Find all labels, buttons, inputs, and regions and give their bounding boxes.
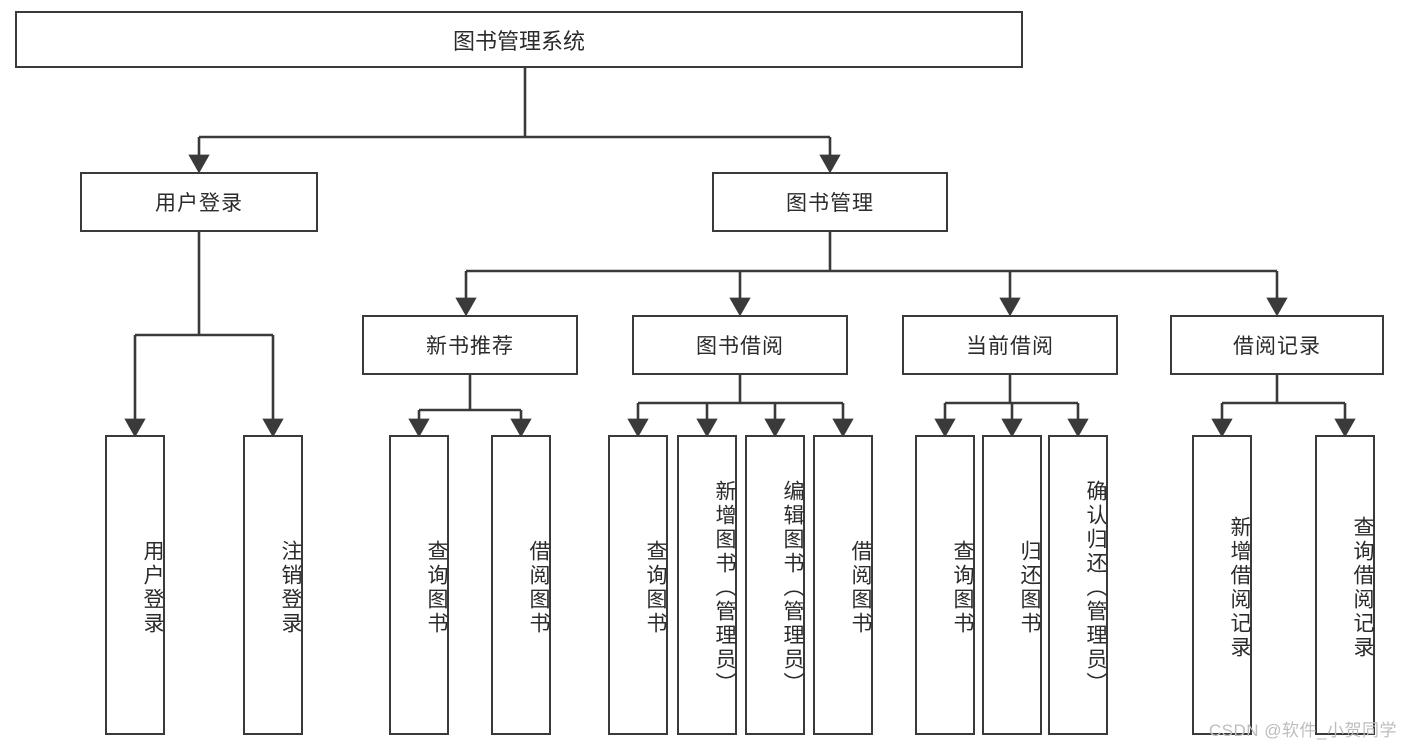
node-label: 新增借阅记录 [1228, 516, 1251, 660]
node-label: 借阅图书 [527, 540, 550, 636]
leaf-user-login-logout[interactable]: 注销登录 [243, 435, 303, 735]
node-user-login[interactable]: 用户登录 [80, 172, 318, 232]
node-label: 图书管理系统 [452, 28, 585, 54]
node-book-borrow[interactable]: 图书借阅 [632, 315, 848, 375]
node-label: 查询借阅记录 [1351, 516, 1374, 660]
node-borrow-records[interactable]: 借阅记录 [1170, 315, 1384, 375]
leaf-user-login-login[interactable]: 用户登录 [105, 435, 165, 735]
node-label: 注销登录 [279, 540, 302, 636]
node-label: 编辑图书（管理员） [781, 480, 804, 696]
node-label: 新书推荐 [426, 335, 514, 358]
node-label: 查询图书 [425, 540, 448, 636]
leaf-borrow-borrow-book[interactable]: 借阅图书 [813, 435, 873, 735]
csdn-watermark: CSDN @软件_小贺同学 [1208, 721, 1397, 740]
node-current-borrow[interactable]: 当前借阅 [902, 315, 1118, 375]
node-label: 借阅记录 [1233, 335, 1321, 358]
node-label: 用户登录 [141, 540, 164, 636]
leaf-records-query-record[interactable]: 查询借阅记录 [1315, 435, 1375, 735]
node-book-management[interactable]: 图书管理 [712, 172, 948, 232]
leaf-current-query-book[interactable]: 查询图书 [915, 435, 975, 735]
leaf-current-confirm-return-admin[interactable]: 确认归还（管理员） [1048, 435, 1108, 735]
leaf-borrow-query-book[interactable]: 查询图书 [608, 435, 668, 735]
node-label: 借阅图书 [849, 540, 872, 636]
node-label: 查询图书 [951, 540, 974, 636]
leaf-current-return-book[interactable]: 归还图书 [982, 435, 1042, 735]
node-label: 归还图书 [1018, 540, 1041, 636]
node-label: 图书借阅 [696, 335, 784, 358]
node-label: 新增图书（管理员） [713, 480, 736, 696]
leaf-borrow-edit-book-admin[interactable]: 编辑图书（管理员） [745, 435, 805, 735]
leaf-records-add-record[interactable]: 新增借阅记录 [1192, 435, 1252, 735]
node-label: 图书管理 [786, 192, 874, 215]
node-label: 确认归还（管理员） [1084, 480, 1107, 696]
leaf-new-book-borrow[interactable]: 借阅图书 [491, 435, 551, 735]
node-label: 当前借阅 [966, 335, 1054, 358]
node-new-book-recommend[interactable]: 新书推荐 [362, 315, 578, 375]
node-label: 查询图书 [644, 540, 667, 636]
leaf-new-book-query[interactable]: 查询图书 [389, 435, 449, 735]
node-label: 用户登录 [155, 192, 243, 215]
leaf-borrow-add-book-admin[interactable]: 新增图书（管理员） [677, 435, 737, 735]
node-root-system[interactable]: 图书管理系统 [15, 11, 1023, 68]
